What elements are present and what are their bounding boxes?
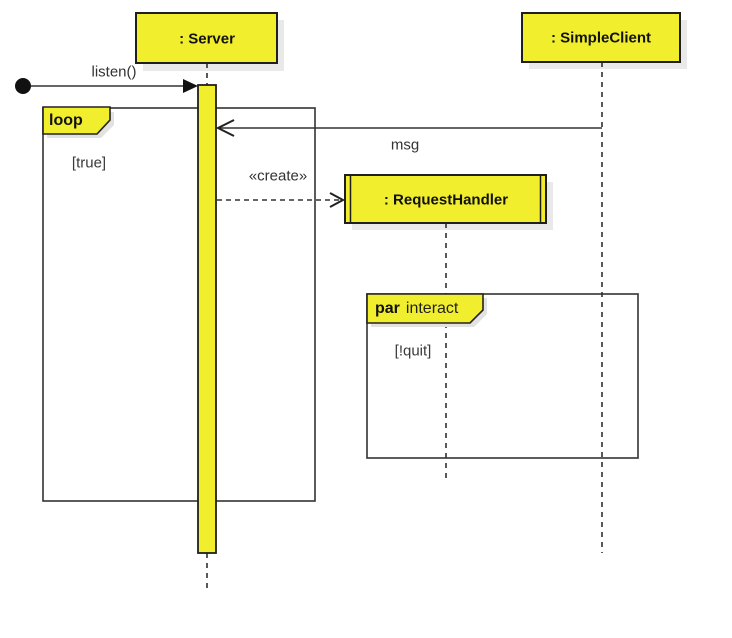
simpleclient-box (521, 12, 681, 63)
fragment-label-loop: loop (49, 113, 83, 129)
fragment-label-par: par interact (375, 301, 458, 317)
msg-arrowhead-icon (215, 119, 235, 137)
guard-label-quit: [!quit] (394, 342, 432, 360)
participant-label-requesthandler: : RequestHandler (383, 191, 509, 209)
loop-pentagon (42, 106, 111, 135)
fragment-operator-loop: loop (49, 112, 83, 129)
fragment-operator-par: par (375, 300, 400, 317)
message-label-listen: listen() (91, 63, 137, 81)
par-fragment-frame (366, 293, 639, 459)
listen-arrowhead-icon (183, 79, 198, 93)
fragment-name-interact: interact (405, 300, 459, 317)
server-activation-bar (197, 84, 217, 554)
server-box (135, 12, 278, 64)
message-label-msg: msg (390, 136, 420, 154)
loop-fragment-frame (42, 107, 316, 502)
start-node (15, 78, 31, 94)
message-label-create: «create» (248, 167, 308, 185)
guard-label-true: [true] (71, 154, 107, 172)
requesthandler-box (344, 174, 547, 224)
participant-label-server: : Server (179, 30, 235, 48)
create-arrowhead-icon (329, 192, 346, 208)
par-pentagon (366, 293, 484, 324)
participant-label-simpleclient: : SimpleClient (550, 29, 652, 47)
